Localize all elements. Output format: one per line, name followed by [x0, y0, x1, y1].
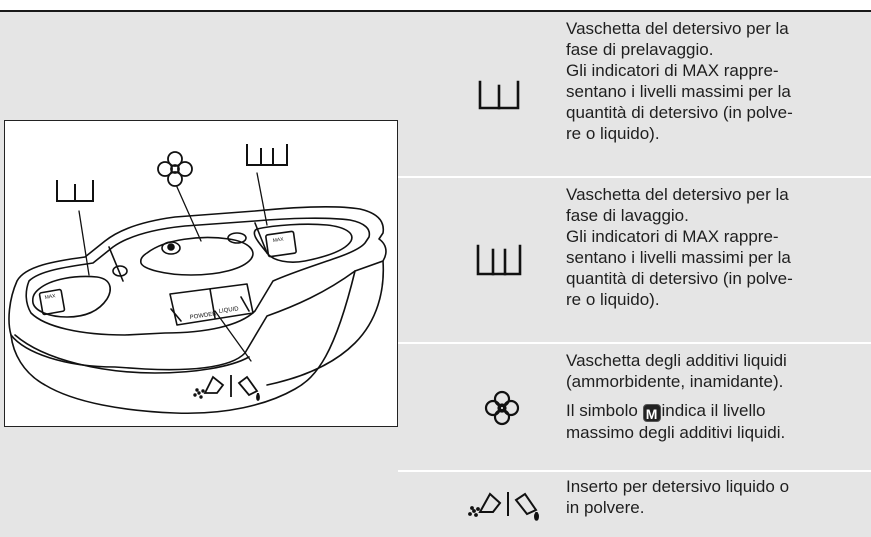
callout-insert-symbol [193, 375, 260, 401]
insert-description: Inserto per detersivo liquido o in polve… [566, 477, 790, 517]
detergent-insert-flap [169, 283, 254, 326]
table-row-insert: Inserto per detersivo liquido o in polve… [398, 472, 871, 537]
callout-mainwash-symbol [246, 144, 288, 166]
powder-label: POWDER [189, 311, 217, 321]
softener-description: Vaschetta degli additivi liquidi (ammorb… [566, 350, 866, 443]
powder-liquid-insert-icon [438, 478, 558, 533]
softener-compartment [139, 236, 254, 276]
fabric-softener-flower-icon [438, 380, 558, 441]
table-row-softener: Vaschetta degli additivi liquidi (ammorb… [398, 344, 871, 472]
main-wash-description: Vaschetta del detersivo per la fase di l… [566, 185, 793, 309]
m-max-level-icon: M [642, 404, 661, 422]
dispenser-drawer-illustration: POWDER LIQUID MAX MAX [4, 120, 398, 427]
liquid-label: LIQUID [218, 306, 239, 315]
leader-insert [214, 310, 252, 362]
callout-flower-symbol [157, 151, 193, 187]
leader-softener [176, 186, 202, 242]
top-rule [0, 10, 871, 12]
siphon-cap [161, 241, 181, 255]
max-label-left: MAX [44, 293, 56, 301]
table-row-prewash: Vaschetta del detersivo per la fase di p… [398, 12, 871, 178]
prewash-compartment [31, 275, 111, 318]
table-row-main-wash: Vaschetta del detersivo per la fase di l… [398, 178, 871, 344]
leader-prewash [78, 210, 90, 276]
prewash-compartment-icon [438, 62, 558, 127]
drawer-outer-shell [8, 206, 387, 371]
drawer-front-lip [14, 334, 250, 374]
main-wash-compartment-icon [438, 228, 558, 293]
leader-mainwash [256, 172, 268, 226]
callout-prewash-symbol [56, 180, 94, 202]
drawer-inner-rim [25, 217, 371, 336]
prewash-description: Vaschetta del detersivo per la fase di p… [566, 19, 793, 143]
max-label-right: MAX [272, 236, 284, 244]
